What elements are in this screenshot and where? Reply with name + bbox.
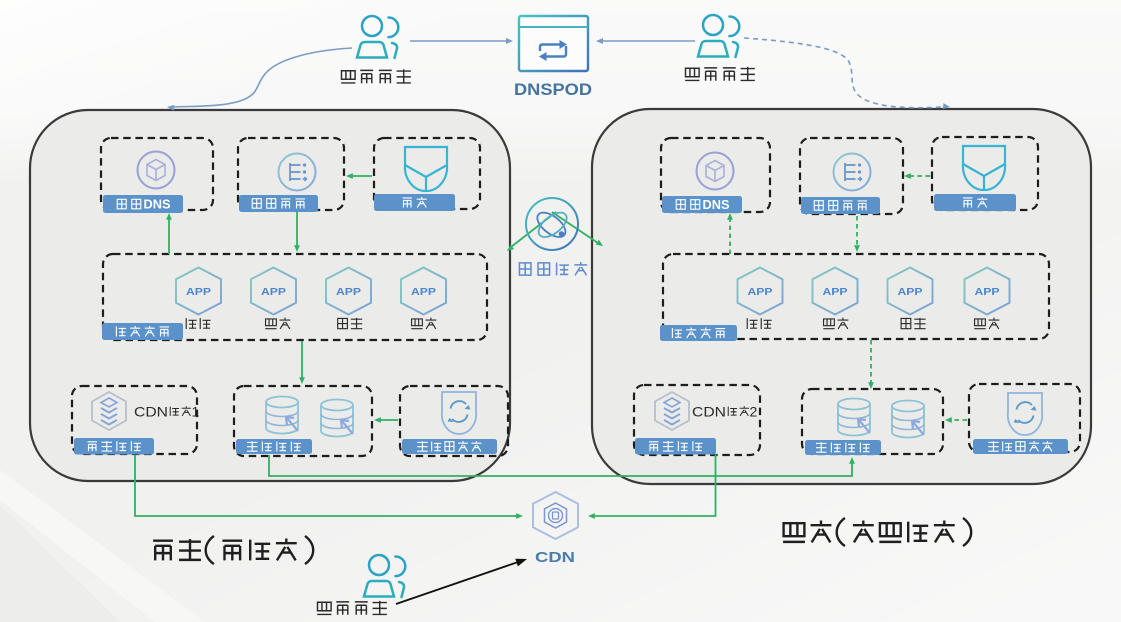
- svg-text:APP: APP: [336, 286, 361, 298]
- svg-text:APP: APP: [748, 286, 773, 298]
- svg-text:APP: APP: [975, 286, 1000, 298]
- svg-text:APP: APP: [411, 286, 436, 298]
- svg-text:2: 2: [750, 404, 758, 420]
- svg-text:CDN: CDN: [692, 404, 726, 420]
- svg-text:DNS: DNS: [144, 197, 171, 211]
- svg-text:APP: APP: [261, 286, 286, 298]
- svg-text:DNS: DNS: [703, 198, 730, 212]
- svg-text:CDN: CDN: [134, 404, 168, 420]
- svg-text:APP: APP: [898, 286, 923, 298]
- svg-text:APP: APP: [186, 286, 211, 298]
- svg-text:CDN: CDN: [535, 549, 575, 566]
- svg-text:DNSPOD: DNSPOD: [514, 81, 592, 99]
- svg-text:1: 1: [192, 404, 200, 420]
- svg-text:APP: APP: [823, 286, 848, 298]
